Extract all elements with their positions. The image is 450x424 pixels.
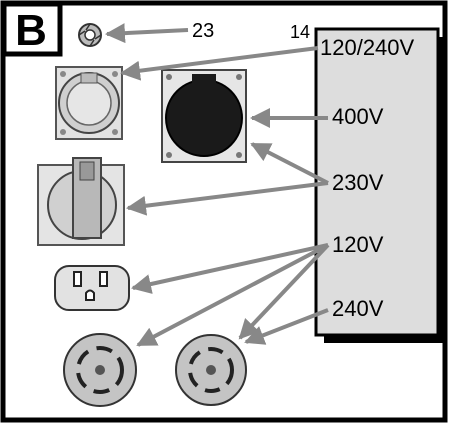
arrow-120v-left-twist [136, 243, 329, 347]
twist-lock-receptacle-left-icon [63, 333, 137, 407]
label-120-240v: 120/240V [320, 35, 415, 60]
arrow-230v [126, 181, 329, 216]
label-230v: 230V [332, 170, 384, 195]
voltage-label-panel [314, 27, 440, 337]
grommet-icon [78, 23, 102, 47]
leader-arrows [105, 23, 330, 347]
arrow-120v-right-twist [238, 243, 330, 340]
arrow-230v-to-400 [250, 142, 329, 185]
label-240v: 240V [332, 296, 384, 321]
twist-lock-receptacle-right-icon [175, 334, 247, 406]
label-400v: 400V [332, 104, 384, 129]
callout-23: 23 [192, 20, 214, 42]
socket-230v-icon [37, 157, 125, 246]
outlet-120v-icon [54, 265, 130, 311]
socket-400v-icon [161, 69, 247, 163]
arrow-240v [244, 308, 329, 345]
receptacle-120-240v-icon [55, 66, 123, 140]
panel-letter: B [15, 6, 47, 55]
callout-14: 14 [290, 22, 310, 42]
arrow-23 [105, 23, 189, 44]
panel-letter-box: B [1, 1, 63, 57]
arrow-120v-outlet [131, 243, 329, 294]
arrow-120-240v [120, 46, 319, 81]
label-120v: 120V [332, 232, 384, 257]
